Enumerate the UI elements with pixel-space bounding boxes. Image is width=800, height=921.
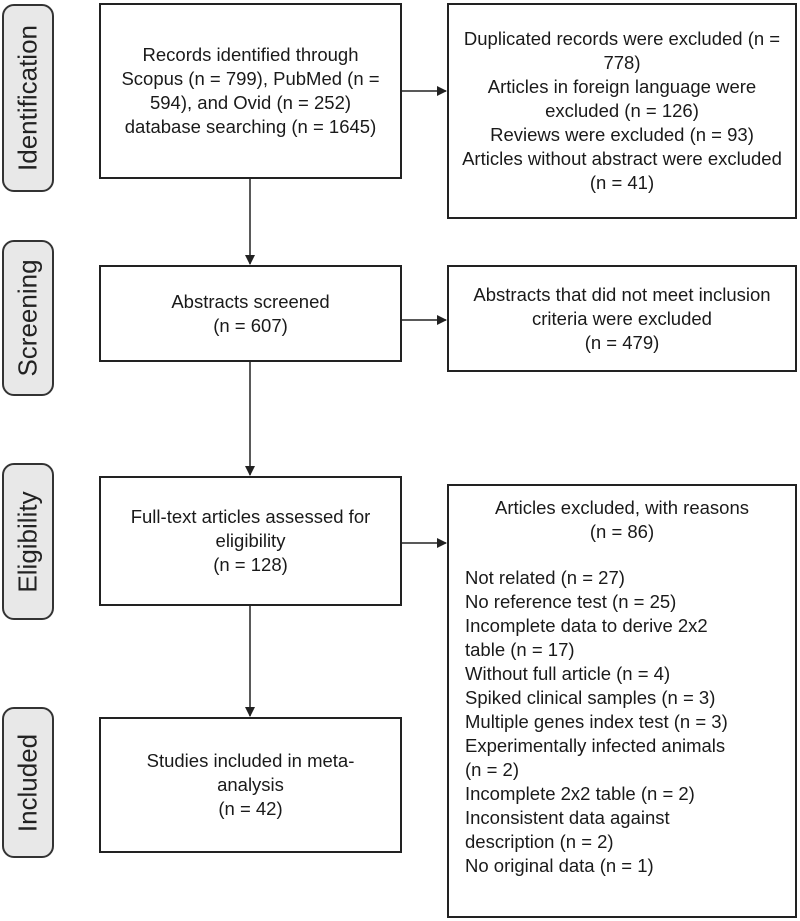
eligibility-exclusion-heading: Articles excluded, with reasons <box>495 497 749 518</box>
reason-item: (n = 2) <box>465 759 519 780</box>
assessed-label: Full-text articles assessed for eligibil… <box>130 506 371 551</box>
reason-item: Incomplete data to derive 2x2 <box>465 615 708 636</box>
reason-item: Not related (n = 27) <box>465 567 625 588</box>
identification-exclusion-box: Duplicated records were excluded (n = 77… <box>447 3 797 219</box>
included-count: (n = 42) <box>218 798 283 819</box>
reason-item: Inconsistent data against <box>465 807 670 828</box>
reason-item: No original data (n = 1) <box>465 855 654 876</box>
reason-item: description (n = 2) <box>465 831 614 852</box>
reason-item: Multiple genes index test (n = 3) <box>465 711 728 732</box>
screened-count: (n = 607) <box>213 314 288 336</box>
included-box: Studies included in meta-analysis (n = 4… <box>99 717 402 853</box>
reason-item: Without full article (n = 4) <box>465 663 671 684</box>
reason-item: Spiked clinical samples (n = 3) <box>465 687 716 708</box>
reason-item: No reference test (n = 25) <box>465 591 677 612</box>
identified-records-box: Records identified through Scopus (n = 7… <box>99 3 402 179</box>
exclusion-item: Articles without abstract were excluded … <box>462 148 782 193</box>
included-label: Studies included in meta-analysis <box>146 750 355 795</box>
exclusion-item: Reviews were excluded (n = 93) <box>490 124 754 145</box>
eligibility-exclusion-box: Articles excluded, with reasons (n = 86)… <box>447 484 797 918</box>
phase-screening: Screening <box>2 240 54 396</box>
assessed-count: (n = 128) <box>213 554 288 575</box>
phase-included: Included <box>2 707 54 858</box>
reason-item: Incomplete 2x2 table (n = 2) <box>465 783 695 804</box>
phase-identification: Identification <box>2 4 54 192</box>
screened-label: Abstracts screened <box>171 290 330 312</box>
reason-item: Experimentally infected animals <box>465 735 726 756</box>
eligibility-exclusion-count: (n = 86) <box>589 521 655 542</box>
screening-exclusion-label: Abstracts that did not meet inclusion cr… <box>473 283 771 329</box>
screened-box: Abstracts screened (n = 607) <box>99 265 402 362</box>
assessed-box: Full-text articles assessed for eligibil… <box>99 476 402 606</box>
exclusion-item: Articles in foreign language were exclud… <box>487 76 757 121</box>
screening-exclusion-count: (n = 479) <box>584 331 660 353</box>
exclusion-item: Duplicated records were excluded (n = 77… <box>463 28 781 73</box>
screening-exclusion-box: Abstracts that did not meet inclusion cr… <box>447 265 797 372</box>
exclusion-reasons-list: Not related (n = 27) No reference test (… <box>465 566 779 878</box>
identified-records-text: Records identified through Scopus (n = 7… <box>121 44 380 137</box>
phase-eligibility: Eligibility <box>2 463 54 620</box>
reason-item: table (n = 17) <box>465 639 575 660</box>
